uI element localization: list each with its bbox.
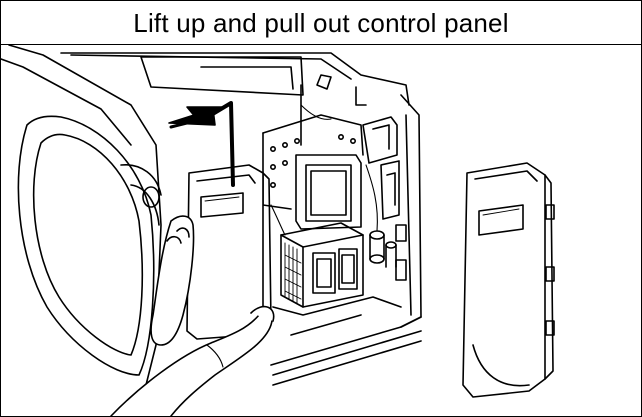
oven-door [1,45,162,406]
title-bar: Lift up and pull out control panel [1,1,641,45]
internal-components [262,104,402,336]
disassembly-illustration [1,45,641,416]
page-title: Lift up and pull out control panel [133,7,509,38]
hands [110,215,275,416]
control-panel-removed [462,162,555,398]
lift-direction-arrow [168,101,235,187]
oven-chassis [60,52,422,386]
control-panel-held [186,164,272,340]
